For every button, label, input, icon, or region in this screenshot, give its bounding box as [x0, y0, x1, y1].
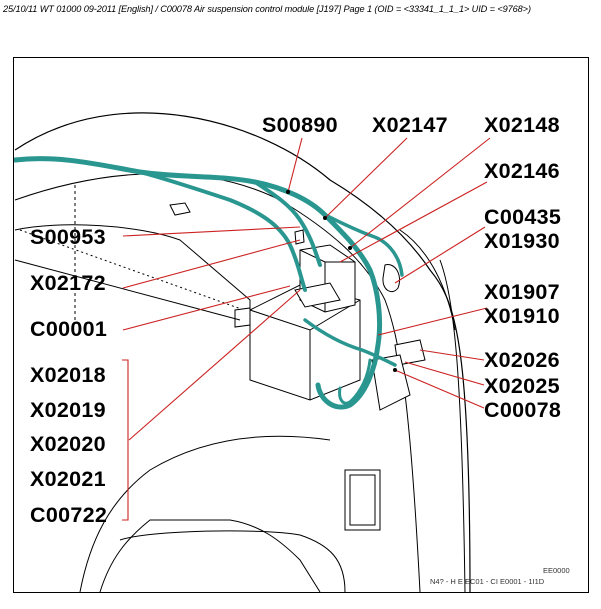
leader-c00078	[394, 369, 485, 409]
small-connector	[169, 202, 191, 216]
light-recess	[344, 469, 381, 531]
clip-part	[294, 229, 305, 245]
endpoint-s00890	[286, 190, 290, 194]
leader-c00435	[394, 226, 486, 284]
leader-x02146	[339, 181, 488, 263]
leader-x01907	[377, 307, 488, 336]
harness-branch-4	[303, 318, 397, 367]
label-c00078: C00078	[484, 398, 562, 422]
body-outline	[14, 112, 471, 592]
label-c00001: C00001	[30, 317, 108, 341]
label-x02026: X02026	[484, 348, 560, 372]
endpoint-x02148	[348, 246, 352, 250]
side-line-2	[399, 229, 456, 331]
label-c00435: C00435	[484, 205, 562, 229]
label-x02148: X02148	[484, 113, 560, 137]
label-x02019: X02019	[30, 398, 106, 422]
tail-panel	[99, 519, 321, 592]
endpoint-x02147	[323, 216, 327, 220]
label-x02172: X02172	[30, 271, 106, 295]
bracket	[371, 354, 411, 411]
leader-x02148	[349, 137, 491, 249]
leader-x02147	[324, 137, 408, 219]
harness-branch-2	[253, 180, 322, 267]
label-s00953: S00953	[30, 225, 106, 249]
lower-edge	[79, 435, 331, 592]
label-s00890: S00890	[262, 113, 338, 137]
label-x02025: X02025	[484, 374, 560, 398]
label-x02021: X02021	[30, 467, 106, 491]
document-header: 25/10/11 WT 01000 09-2011 [English] / C0…	[3, 4, 531, 14]
recess-outline	[119, 530, 346, 592]
bumper-line	[14, 259, 241, 321]
drawing-ref-code: EE0000	[543, 566, 570, 575]
label-x01907: X01907	[484, 280, 560, 304]
harness-branch-5	[338, 358, 372, 405]
leader-s00953	[122, 226, 301, 237]
leader-bracket	[122, 359, 129, 521]
light-recess-inner	[349, 474, 376, 526]
label-x02147: X02147	[372, 113, 448, 137]
leader-s00890	[287, 137, 303, 193]
leader-x02026	[419, 349, 485, 361]
leader-x02025	[404, 361, 485, 386]
label-x02020: X02020	[30, 432, 106, 456]
harness-branch-3	[323, 213, 404, 277]
leader-group	[128, 289, 301, 441]
label-x02146: X02146	[484, 159, 560, 183]
small-connector-2	[234, 307, 251, 328]
label-x01910: X01910	[484, 304, 560, 328]
fender-line	[14, 224, 251, 360]
endpoint-c00078	[393, 368, 397, 372]
drawing-ref-number: N4? - H E EC01 - CI E0001 - 1I1D	[430, 577, 545, 586]
lamp-socket	[382, 264, 400, 293]
side-line	[439, 259, 466, 592]
leader-c00001	[122, 285, 291, 331]
label-c00722: C00722	[30, 503, 108, 527]
leader-x02172	[122, 239, 301, 289]
label-x01930: X01930	[484, 229, 560, 253]
harness-branch-1	[138, 170, 307, 292]
label-x02018: X02018	[30, 363, 106, 387]
